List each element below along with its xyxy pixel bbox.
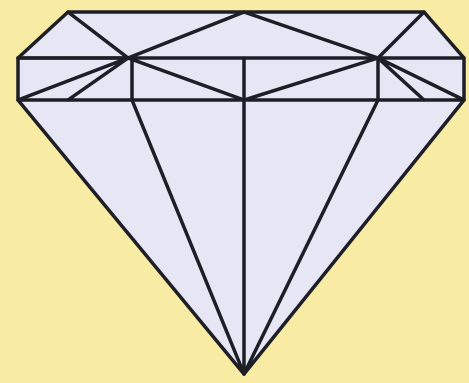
- diamond-figure: [0, 0, 469, 383]
- figure-canvas: [0, 0, 469, 383]
